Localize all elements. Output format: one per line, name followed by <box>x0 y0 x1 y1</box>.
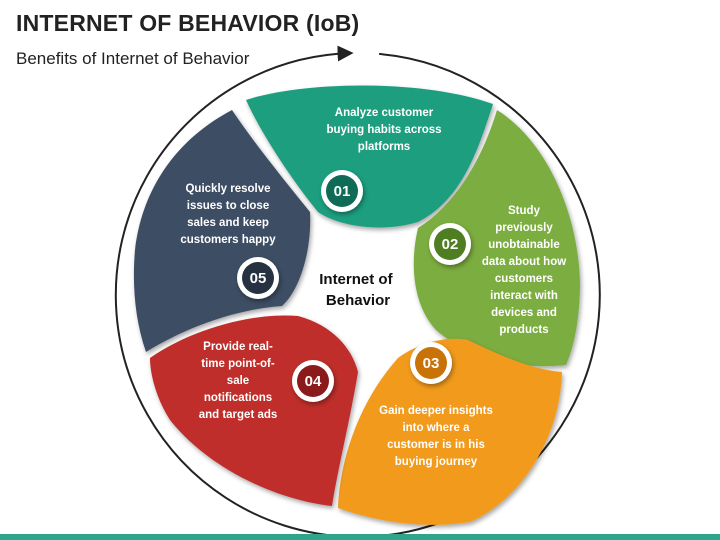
segment-text-line: sale <box>227 375 249 387</box>
segment-text-line: interact with <box>490 290 558 302</box>
segment-03 <box>338 338 562 525</box>
segment-01-text: Analyze customer buying habits across plat… <box>326 107 441 153</box>
segment-text-line: customers happy <box>180 234 276 246</box>
segment-text-line: products <box>499 324 548 336</box>
step-number: 02 <box>442 236 459 253</box>
badge-fill <box>242 262 274 294</box>
center-label: Internet of Behavior <box>319 271 397 309</box>
page-title: INTERNET OF BEHAVIOR (IoB) <box>16 10 360 36</box>
segment-04-text: Provide real-time point-of-sale notificat… <box>199 341 278 421</box>
step-badge-05: 05 <box>237 257 279 299</box>
step-badge-03: 03 <box>410 342 452 384</box>
step-badge-04: 04 <box>292 360 334 402</box>
segment-02 <box>413 110 580 367</box>
segment-01 <box>246 85 493 228</box>
segment-text-line: Quickly resolve <box>185 183 270 195</box>
page-subtitle: Benefits of Internet of Behavior <box>16 49 250 68</box>
labels-layer: Analyze customer buying habits across plat… <box>180 107 566 468</box>
segment-text-line: platforms <box>358 141 410 153</box>
segment-text-line: sales and keep <box>187 217 269 229</box>
badge-fill <box>297 365 329 397</box>
step-number: 03 <box>423 355 440 372</box>
segment-text-line: Gain deeper insights <box>379 405 493 417</box>
segment-text-line: customer is in his <box>387 439 485 451</box>
segment-text-line: customers <box>495 273 553 285</box>
step-number: 04 <box>305 373 322 390</box>
center-label-line: Internet of <box>319 271 393 288</box>
badge-fill <box>415 347 447 379</box>
badges-layer: 01 02 03 04 05 <box>237 170 471 402</box>
step-number: 01 <box>334 183 351 200</box>
segment-text-line: into where a <box>402 422 470 434</box>
step-number: 05 <box>250 270 267 287</box>
segment-text-line: notifications <box>204 392 272 404</box>
accent-bar <box>0 534 720 540</box>
segment-text-line: Analyze customer <box>335 107 434 119</box>
segment-text-line: buying journey <box>395 456 478 468</box>
segment-text-line: time point-of- <box>201 358 275 370</box>
segment-text-line: data about how <box>482 256 566 268</box>
badge-fill <box>434 228 466 260</box>
segment-03-text: Gain deeper insights into where a customer… <box>379 405 493 468</box>
step-badge-02: 02 <box>429 223 471 265</box>
segment-text-line: buying habits across <box>326 124 441 136</box>
center-label-line: Behavior <box>326 292 390 309</box>
step-badge-01: 01 <box>321 170 363 212</box>
segment-05-text: Quickly resolve issues to close sales and … <box>180 183 276 246</box>
segment-text-line: devices and <box>491 307 557 319</box>
segment-text-line: unobtainable <box>488 239 560 251</box>
segment-text-line: and target ads <box>199 409 278 421</box>
segment-text-line: Provide real- <box>203 341 273 353</box>
segment-text-line: Study <box>508 205 541 217</box>
segment-text-line: issues to close <box>187 200 269 212</box>
segment-text-line: previously <box>495 222 553 234</box>
segment-02-text: Study previously unobtainable data about ho… <box>482 205 566 336</box>
badge-fill <box>326 175 358 207</box>
